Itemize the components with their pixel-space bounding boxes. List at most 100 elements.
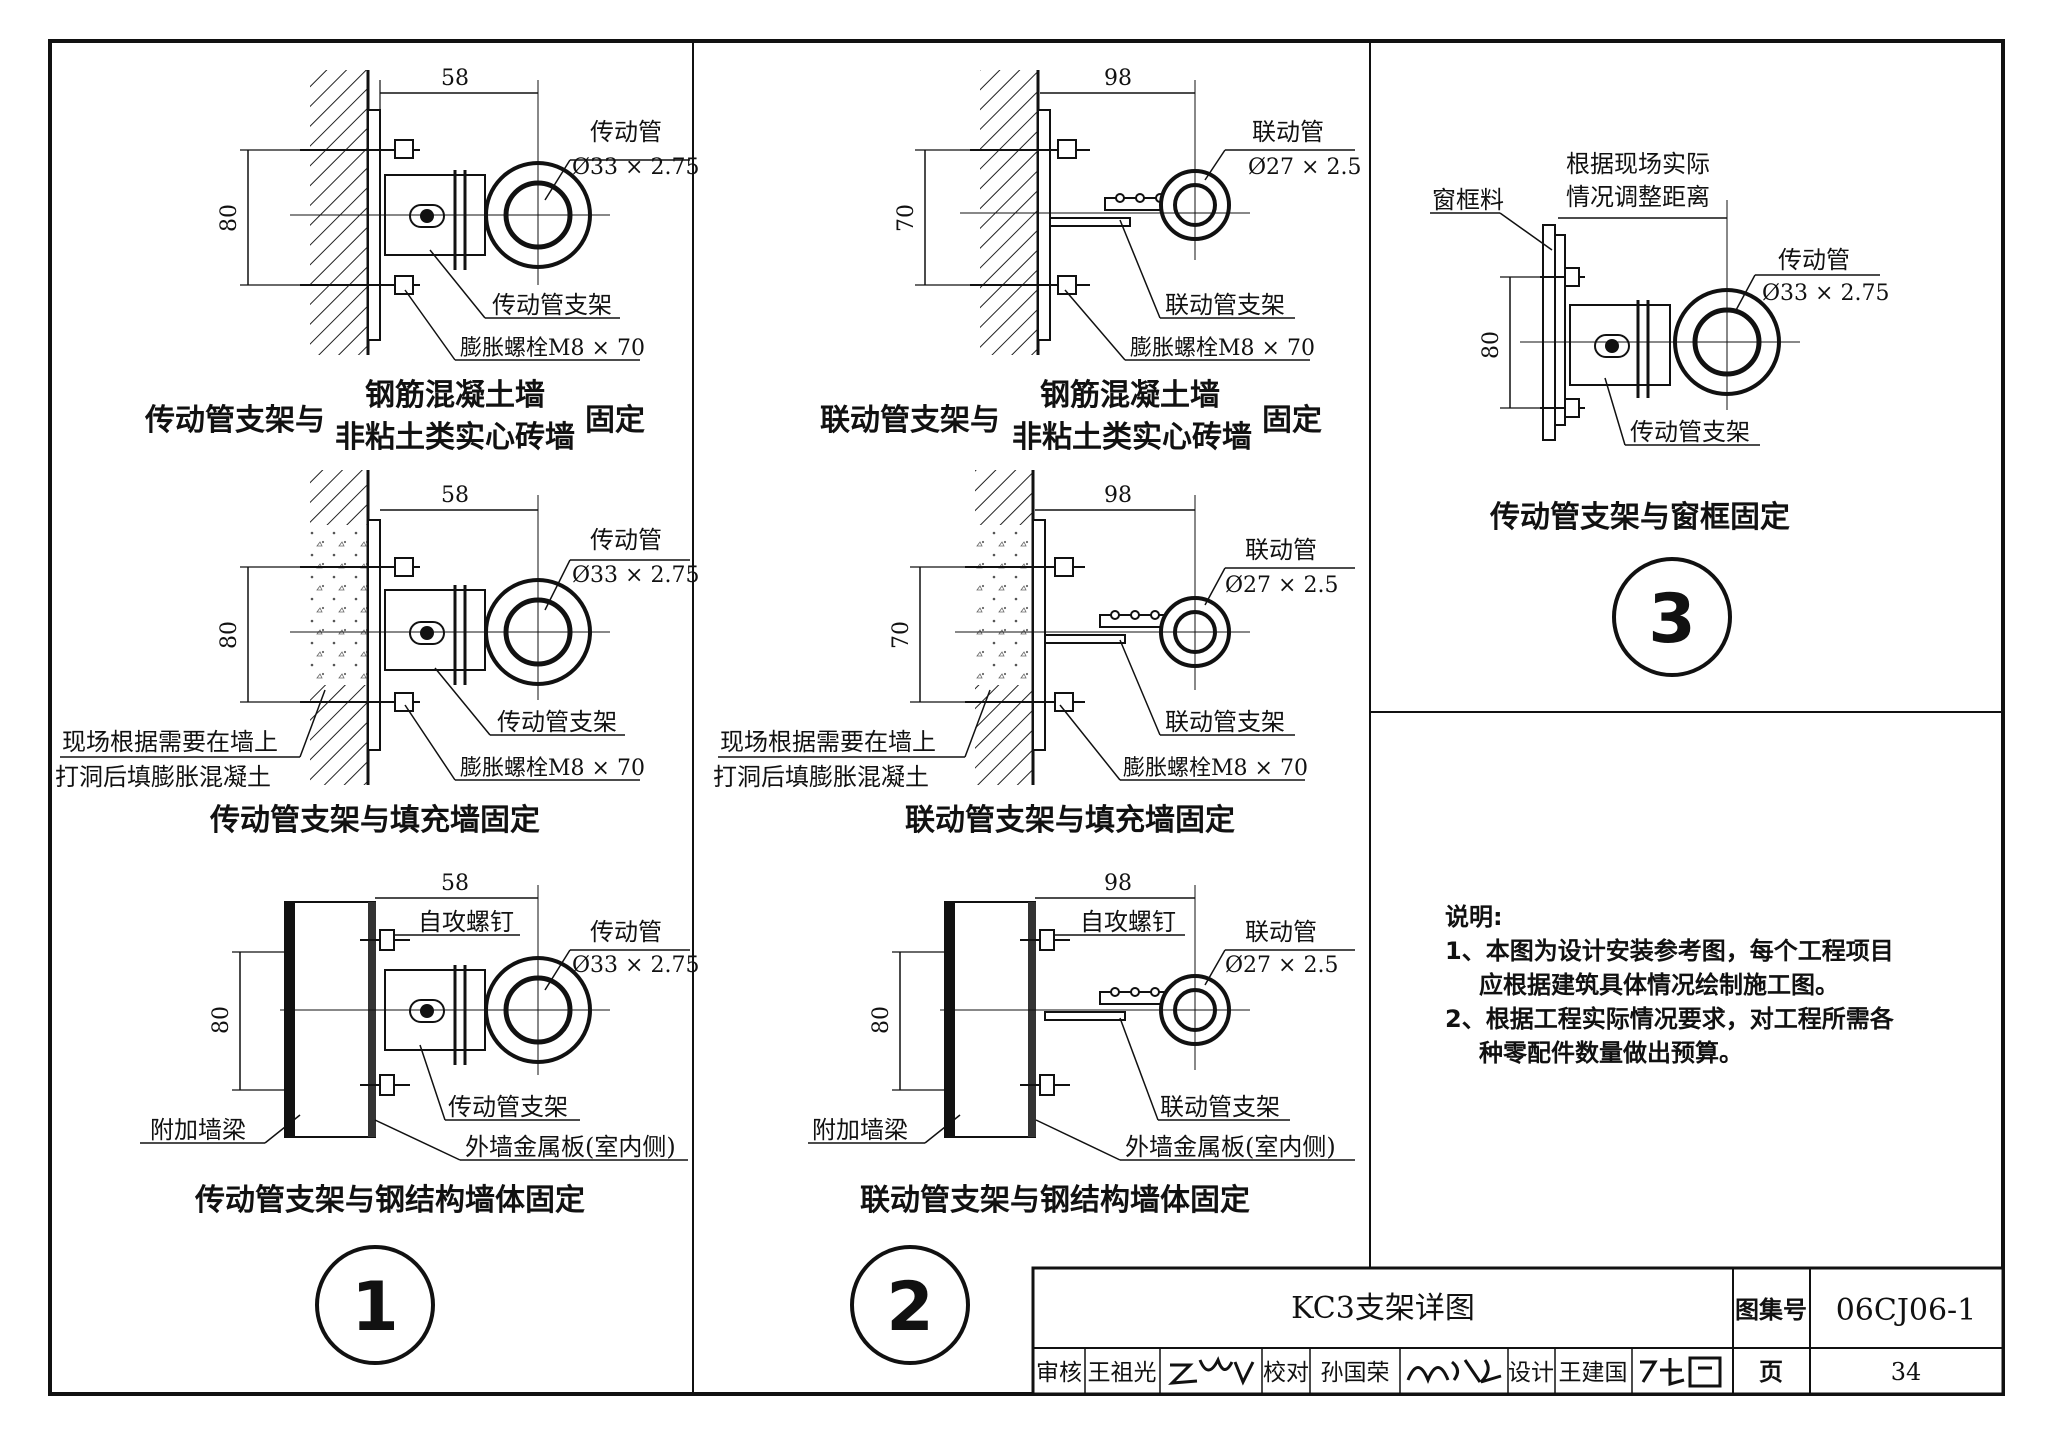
detail-1b: 58 80 传动管 Ø33 × 2.75 传动管支架 膨胀螺栓M8 × 70 现…	[55, 470, 699, 838]
pipe-name-1b: 传动管	[590, 526, 662, 554]
caption-3: 传动管支架与窗框固定	[1489, 500, 1790, 535]
detail-number-1: 1	[351, 1268, 398, 1347]
bracket-label-1b: 传动管支架	[497, 708, 617, 736]
detail-2c: 98 80 自攻螺钉 联动管 Ø27 × 2.5 联动管支架 附加墙梁 外墙金属…	[808, 871, 1355, 1365]
bracket-label-2c: 联动管支架	[1160, 1093, 1280, 1121]
pipe-spec-1a: Ø33 × 2.75	[572, 155, 699, 180]
detail-number-2: 2	[886, 1268, 933, 1347]
notes-block: 说明: 1、本图为设计安装参考图，每个工程项目 应根据建筑具体情况绘制施工图。 …	[1445, 900, 1965, 1070]
notes-heading: 说明:	[1445, 903, 1503, 931]
bolt-label-2b: 膨胀螺栓M8 × 70	[1123, 756, 1308, 781]
review-label: 审核	[1036, 1360, 1082, 1386]
atlas-number: 06CJ06-1	[1836, 1293, 1977, 1328]
dim-v-2b: 70	[889, 621, 914, 649]
panel-label-2c: 外墙金属板(室内侧)	[1125, 1133, 1336, 1161]
dim-h-2b: 98	[1104, 483, 1132, 508]
dim-h-1c: 58	[441, 871, 469, 896]
dim-h-1a: 58	[441, 66, 469, 91]
pipe-spec-2c: Ø27 × 2.5	[1225, 953, 1338, 978]
pipe-spec-1c: Ø33 × 2.75	[572, 953, 699, 978]
design-label: 设计	[1508, 1360, 1554, 1386]
reviewer-name: 王祖光	[1088, 1360, 1157, 1386]
note-2b-line1: 现场根据需要在墙上	[720, 728, 936, 756]
checker-signature	[1406, 1359, 1502, 1385]
screw-label-2c: 自攻螺钉	[1080, 908, 1176, 936]
note-1b-line1: 现场根据需要在墙上	[62, 728, 278, 756]
pipe-name-2a: 联动管	[1252, 118, 1324, 146]
bolt-label-1a: 膨胀螺栓M8 × 70	[460, 336, 645, 361]
bracket-label-2b: 联动管支架	[1165, 708, 1285, 736]
pipe-spec-1b: Ø33 × 2.75	[572, 563, 699, 588]
beam-label-2c: 附加墙梁	[812, 1116, 908, 1144]
dim-h-1b: 58	[441, 483, 469, 508]
caption-2a-mid1: 钢筋混凝土墙	[1040, 378, 1220, 413]
caption-2a-post: 固定	[1262, 403, 1322, 438]
note-2b-line2: 打洞后填膨胀混凝土	[713, 763, 929, 791]
dim-v-3: 80	[1479, 331, 1504, 359]
caption-2b: 联动管支架与填充墙固定	[905, 803, 1235, 838]
caption-1a-mid1: 钢筋混凝土墙	[365, 378, 545, 413]
dim-v-1b: 80	[217, 621, 242, 649]
notes-item1-line1: 1、本图为设计安装参考图，每个工程项目	[1445, 937, 1894, 965]
detail-1c: 58 80 自攻螺钉 传动管 Ø33 × 2.75 传动管支架 附加墙梁 外墙金…	[140, 871, 699, 1365]
caption-1a-post: 固定	[585, 403, 645, 438]
detail-number-3: 3	[1648, 580, 1695, 659]
pipe-name-2c: 联动管	[1245, 918, 1317, 946]
checker-name: 孙国荣	[1321, 1360, 1390, 1386]
detail-3: 窗框料 根据现场实际 情况调整距离 传动管 Ø33 × 2.75 80 传动管支…	[1430, 150, 1889, 677]
adjust-label-line1: 根据现场实际	[1566, 150, 1710, 178]
atlas-label: 图集号	[1735, 1295, 1807, 1324]
caption-1a-pre: 传动管支架与	[144, 403, 325, 438]
page-number: 34	[1891, 1358, 1922, 1386]
dim-v-2c: 80	[869, 1006, 894, 1034]
bracket-label-2a: 联动管支架	[1165, 291, 1285, 319]
pipe-name-1c: 传动管	[590, 918, 662, 946]
dim-v-2a: 70	[894, 204, 919, 232]
page-label: 页	[1759, 1357, 1783, 1386]
adjust-label-line2: 情况调整距离	[1566, 183, 1710, 211]
designer-name: 王建国	[1559, 1360, 1628, 1386]
dim-v-1c: 80	[209, 1006, 234, 1034]
sheet-border	[48, 39, 2005, 1396]
pipe-name-2b: 联动管	[1245, 536, 1317, 564]
detail-2a: 98 70 联动管 Ø27 × 2.5 联动管支架 膨胀螺栓M8 × 70 联动…	[820, 66, 1361, 455]
caption-2a-mid2: 非粘土类实心砖墙	[1012, 420, 1252, 455]
caption-1b: 传动管支架与填充墙固定	[209, 803, 540, 838]
detail-1a: 58 80 传动管 Ø33 × 2.75 传动管支架 膨胀螺栓M8 × 70 传…	[144, 66, 699, 455]
designer-signature	[1640, 1356, 1722, 1388]
notes-item2-line1: 2、根据工程实际情况要求，对工程所需各	[1445, 1005, 1894, 1033]
pipe-name-1a: 传动管	[590, 118, 662, 146]
screw-label-1c: 自攻螺钉	[418, 908, 514, 936]
caption-2a-pre: 联动管支架与	[820, 403, 1000, 438]
pipe-spec-3: Ø33 × 2.75	[1762, 281, 1889, 306]
detail-number-circle-3	[1612, 557, 1732, 677]
drawing-title: KC3支架详图	[1291, 1291, 1475, 1326]
beam-label-1c: 附加墙梁	[150, 1116, 246, 1144]
notes-item2-line2: 种零配件数量做出预算。	[1479, 1039, 1743, 1067]
bracket-label-1c: 传动管支架	[448, 1093, 568, 1121]
bracket-label-3: 传动管支架	[1630, 418, 1750, 446]
dim-h-2a: 98	[1104, 66, 1132, 91]
dim-v-1a: 80	[217, 204, 242, 232]
panel-label-1c: 外墙金属板(室内侧)	[465, 1133, 676, 1161]
pipe-name-3: 传动管	[1778, 246, 1850, 274]
bolt-label-1b: 膨胀螺栓M8 × 70	[460, 756, 645, 781]
bolt-label-2a: 膨胀螺栓M8 × 70	[1130, 336, 1315, 361]
caption-2c: 联动管支架与钢结构墙体固定	[860, 1183, 1250, 1218]
caption-1a-mid2: 非粘土类实心砖墙	[335, 420, 575, 455]
dim-h-2c: 98	[1104, 871, 1132, 896]
title-block: KC3支架详图 图集号 06CJ06-1 审核 王祖光 校对 孙国荣 设计 王建…	[1031, 1266, 2005, 1396]
bracket-label-1a: 传动管支架	[492, 291, 612, 319]
detail-number-circle-2	[850, 1245, 970, 1365]
window-frame-label: 窗框料	[1432, 186, 1504, 214]
pipe-spec-2a: Ø27 × 2.5	[1248, 155, 1361, 180]
note-1b-line2: 打洞后填膨胀混凝土	[55, 763, 271, 791]
pipe-spec-2b: Ø27 × 2.5	[1225, 573, 1338, 598]
detail-number-circle-1	[315, 1245, 435, 1365]
caption-1c: 传动管支架与钢结构墙体固定	[194, 1183, 585, 1218]
detail-2b: 98 70 联动管 Ø27 × 2.5 联动管支架 膨胀螺栓M8 × 70 现场…	[713, 470, 1355, 838]
notes-item1-line2: 应根据建筑具体情况绘制施工图。	[1479, 971, 1839, 999]
check-label: 校对	[1263, 1360, 1309, 1386]
reviewer-signature	[1168, 1356, 1255, 1386]
